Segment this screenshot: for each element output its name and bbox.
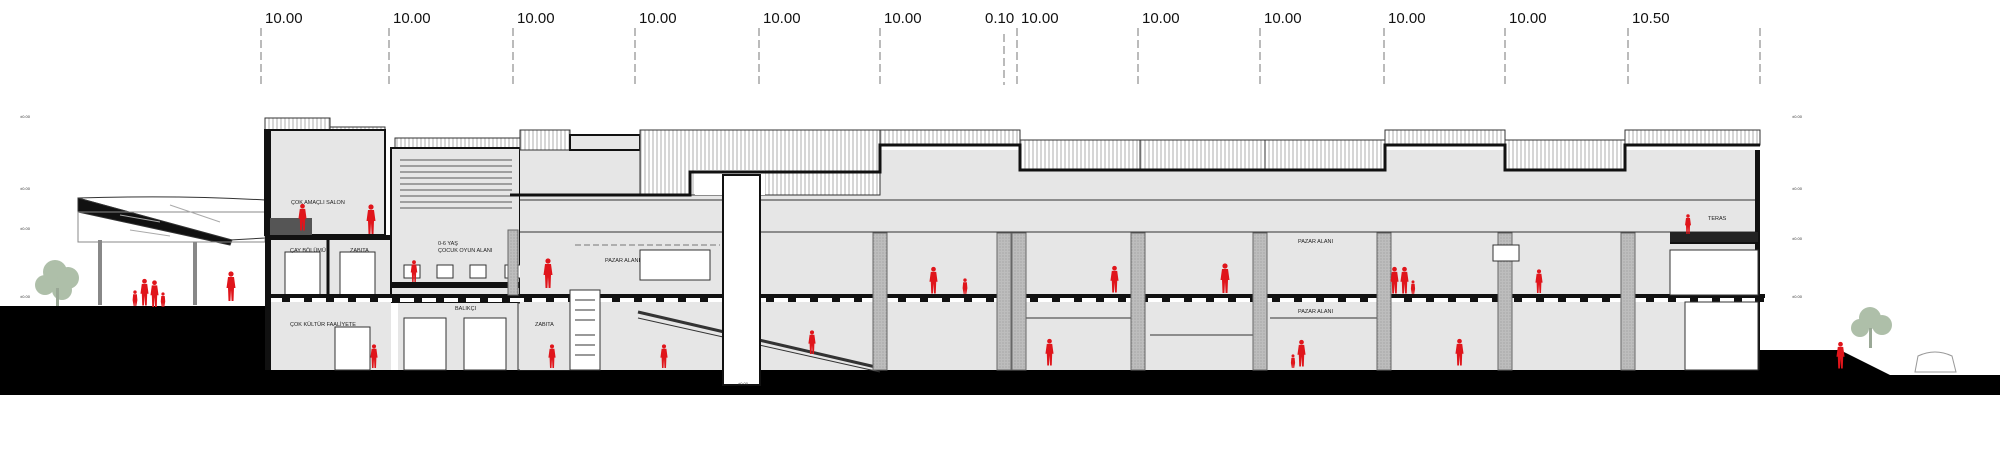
tree-icon bbox=[1851, 307, 1892, 348]
dimension-label: 10.00 bbox=[1388, 10, 1426, 27]
ground-left bbox=[0, 306, 268, 395]
dimension-label: 10.00 bbox=[763, 10, 801, 27]
person-icon bbox=[140, 278, 149, 306]
room-label: TERAS bbox=[1708, 216, 1727, 222]
level-mark: ±0.00 bbox=[20, 294, 31, 299]
level-mark: ±0.00 bbox=[1792, 294, 1803, 299]
room-label: ÇOCUK OYUN ALANI bbox=[438, 248, 493, 254]
tree-icon bbox=[35, 260, 79, 306]
room-label: ÇOK KÜLTÜR FAALİYETE bbox=[290, 321, 356, 328]
room-label: PAZAR ALANI bbox=[605, 258, 641, 264]
room-labels: ÇOK AMAÇLI SALON ÇAY BÖLÜMÜ ZABITA 0-6 Y… bbox=[290, 200, 1727, 328]
room-label: 0-6 YAŞ bbox=[438, 241, 458, 247]
dimension-label: 10.00 bbox=[1142, 10, 1180, 27]
terrace-railing bbox=[1670, 232, 1758, 242]
room-label: BALIKÇI bbox=[455, 306, 477, 312]
room-label: ZABITA bbox=[350, 248, 369, 254]
level-mark: ±0.00 bbox=[1792, 114, 1803, 119]
room-label: PAZAR ALANI bbox=[1298, 309, 1334, 315]
elevator-shaft bbox=[722, 174, 761, 386]
room-label: ZABITA bbox=[535, 322, 554, 328]
child-icon bbox=[132, 290, 138, 306]
canopy bbox=[77, 196, 266, 305]
dimension-chain bbox=[260, 28, 1761, 85]
ground-right bbox=[1760, 350, 2000, 395]
car-icon bbox=[1914, 351, 1957, 373]
level-marks: ±0.00 ±0.00 ±0.00 ±0.00 ±0.00 ±0.00 ±0.0… bbox=[20, 114, 1803, 386]
dimension-label: 10.00 bbox=[1021, 10, 1059, 27]
level-mark: ±0.00 bbox=[738, 381, 749, 386]
level-mark: ±0.00 bbox=[20, 186, 31, 191]
level-mark: ±0.00 bbox=[20, 226, 31, 231]
dimension-label: 10.00 bbox=[1264, 10, 1302, 27]
person-icon bbox=[226, 271, 236, 301]
child-icon bbox=[160, 292, 166, 307]
basketball-hoop bbox=[1492, 244, 1520, 262]
dimension-label: 10.00 bbox=[265, 10, 303, 27]
dimension-label: 10.00 bbox=[393, 10, 431, 27]
left-block bbox=[264, 117, 391, 371]
dimension-label: 10.50 bbox=[1632, 10, 1670, 27]
room-label: PAZAR ALANI bbox=[1298, 239, 1334, 245]
dimension-label: 10.00 bbox=[1509, 10, 1547, 27]
columns bbox=[507, 229, 1636, 371]
dimension-label: 10.00 bbox=[884, 10, 922, 27]
room-label: ÇAY BÖLÜMÜ bbox=[290, 247, 326, 254]
dimension-label: 10.00 bbox=[639, 10, 677, 27]
room-label: ÇOK AMAÇLI SALON bbox=[291, 200, 345, 206]
dimension-label: 10.00 bbox=[517, 10, 555, 27]
level-mark: ±0.00 bbox=[1792, 236, 1803, 241]
dimension-labels: 10.00 10.00 10.00 10.00 10.00 10.00 0.10… bbox=[265, 10, 1670, 27]
dimension-label: 0.10 bbox=[985, 10, 1014, 27]
ground-main bbox=[265, 370, 1765, 395]
level-mark: ±0.00 bbox=[1792, 186, 1803, 191]
level-mark: ±0.00 bbox=[20, 114, 31, 119]
person-icon bbox=[150, 280, 159, 307]
